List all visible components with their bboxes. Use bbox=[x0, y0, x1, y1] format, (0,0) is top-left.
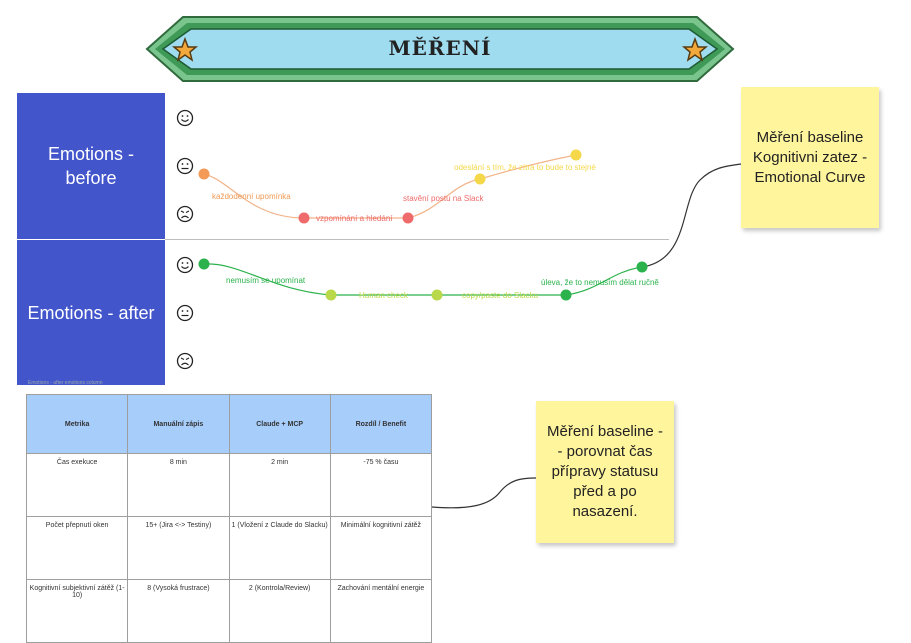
star-icon bbox=[171, 36, 199, 62]
column-header: Rozdíl / Benefit bbox=[329, 394, 433, 454]
page-title: MĚŘENÍ bbox=[388, 36, 492, 60]
before-curve-node bbox=[474, 173, 486, 185]
emotions-after-label: Emotions - after bbox=[27, 302, 155, 323]
column-header: Manuální zápis bbox=[127, 394, 230, 454]
column-header: Metrika bbox=[25, 394, 129, 454]
table-cell: Počet přepnutí oken bbox=[25, 516, 129, 580]
after-curve-node bbox=[560, 289, 572, 301]
after-curve-node-label: copy/paste do Slacku bbox=[462, 291, 538, 300]
happy-face-icon bbox=[176, 256, 194, 274]
after-curve-node bbox=[325, 289, 337, 301]
before-curve-node bbox=[298, 212, 310, 224]
sticky-note-emotional-curve[interactable]: Měření baseline Kognitivni zatez - Emoti… bbox=[741, 87, 879, 228]
after-curve-node bbox=[431, 289, 443, 301]
before-curve-node bbox=[402, 212, 414, 224]
before-curve-node-label: stavění postu na Slack bbox=[403, 194, 484, 203]
table-cell: 2 min bbox=[228, 453, 331, 517]
table-cell: -75 % času bbox=[329, 453, 433, 517]
after-curve-node-label: Human check bbox=[359, 291, 409, 300]
sad-face-icon bbox=[176, 352, 194, 370]
table-cell: Čas exekuce bbox=[25, 453, 129, 517]
table-row: Čas exekuce 8 min 2 min -75 % času bbox=[25, 453, 433, 517]
after-curve-node-label: nemusím se upomínat bbox=[226, 276, 306, 285]
after-curve-node-label: úleva, že to nemusím dělat ručně bbox=[541, 278, 659, 287]
emotions-before-box: Emotions - before bbox=[17, 93, 165, 239]
table-cell: 15+ (Jira <-> Testiny) bbox=[127, 516, 230, 580]
after-curve-node bbox=[198, 258, 210, 270]
table-cell: 2 (Kontrola/Review) bbox=[228, 579, 331, 643]
sticky-note-text: Měření baseline Kognitivni zatez - Emoti… bbox=[752, 128, 868, 186]
before-curve-node bbox=[570, 149, 582, 161]
tiny-caption: Emotions - after emotions column bbox=[28, 380, 103, 386]
table-header-row: Metrika Manuální zápis Claude + MCP Rozd… bbox=[25, 394, 433, 454]
table-cell: Minimální kognitivní zátěž bbox=[329, 516, 433, 580]
happy-face-icon bbox=[176, 109, 194, 127]
before-curve bbox=[203, 154, 577, 219]
sad-face-icon bbox=[176, 205, 194, 223]
emotions-after-box: Emotions - after bbox=[17, 240, 165, 385]
connector-line bbox=[641, 163, 742, 268]
sticky-note-time-comparison[interactable]: Měření baseline -- porovnat čas přípravy… bbox=[536, 401, 674, 543]
row-divider bbox=[165, 239, 669, 240]
metrics-table: Metrika Manuální zápis Claude + MCP Rozd… bbox=[25, 394, 433, 643]
before-curve-node-label: každodenní upomínka bbox=[212, 192, 291, 201]
emotions-before-label: Emotions - before bbox=[47, 144, 135, 188]
column-header: Claude + MCP bbox=[228, 394, 331, 454]
table-cell: Zachování mentální energie bbox=[329, 579, 433, 643]
table-cell: 8 min bbox=[127, 453, 230, 517]
table-cell: Kognitivní subjektivní zátěž (1-10) bbox=[25, 579, 129, 643]
neutral-face-icon bbox=[176, 304, 194, 322]
table-cell: 8 (Vysoká frustrace) bbox=[127, 579, 230, 643]
table-row: Počet přepnutí oken 15+ (Jira <-> Testin… bbox=[25, 516, 433, 580]
before-curve-node-label: odeslání s tím, že zítra to bude to stej… bbox=[454, 163, 596, 172]
before-curve-node bbox=[198, 168, 210, 180]
after-curve-node bbox=[636, 261, 648, 273]
sticky-note-text: Měření baseline -- porovnat čas přípravy… bbox=[547, 423, 663, 520]
neutral-face-icon bbox=[176, 157, 194, 175]
connector-line bbox=[431, 477, 537, 509]
title-banner: MĚŘENÍ bbox=[145, 14, 735, 84]
table-row: Kognitivní subjektivní zátěž (1-10) 8 (V… bbox=[25, 579, 433, 643]
table-cell: 1 (Vložení z Claude do Slacku) bbox=[228, 516, 331, 580]
star-icon bbox=[681, 36, 709, 62]
before-curve-node-label: vzpomínání a hledání bbox=[316, 214, 393, 223]
